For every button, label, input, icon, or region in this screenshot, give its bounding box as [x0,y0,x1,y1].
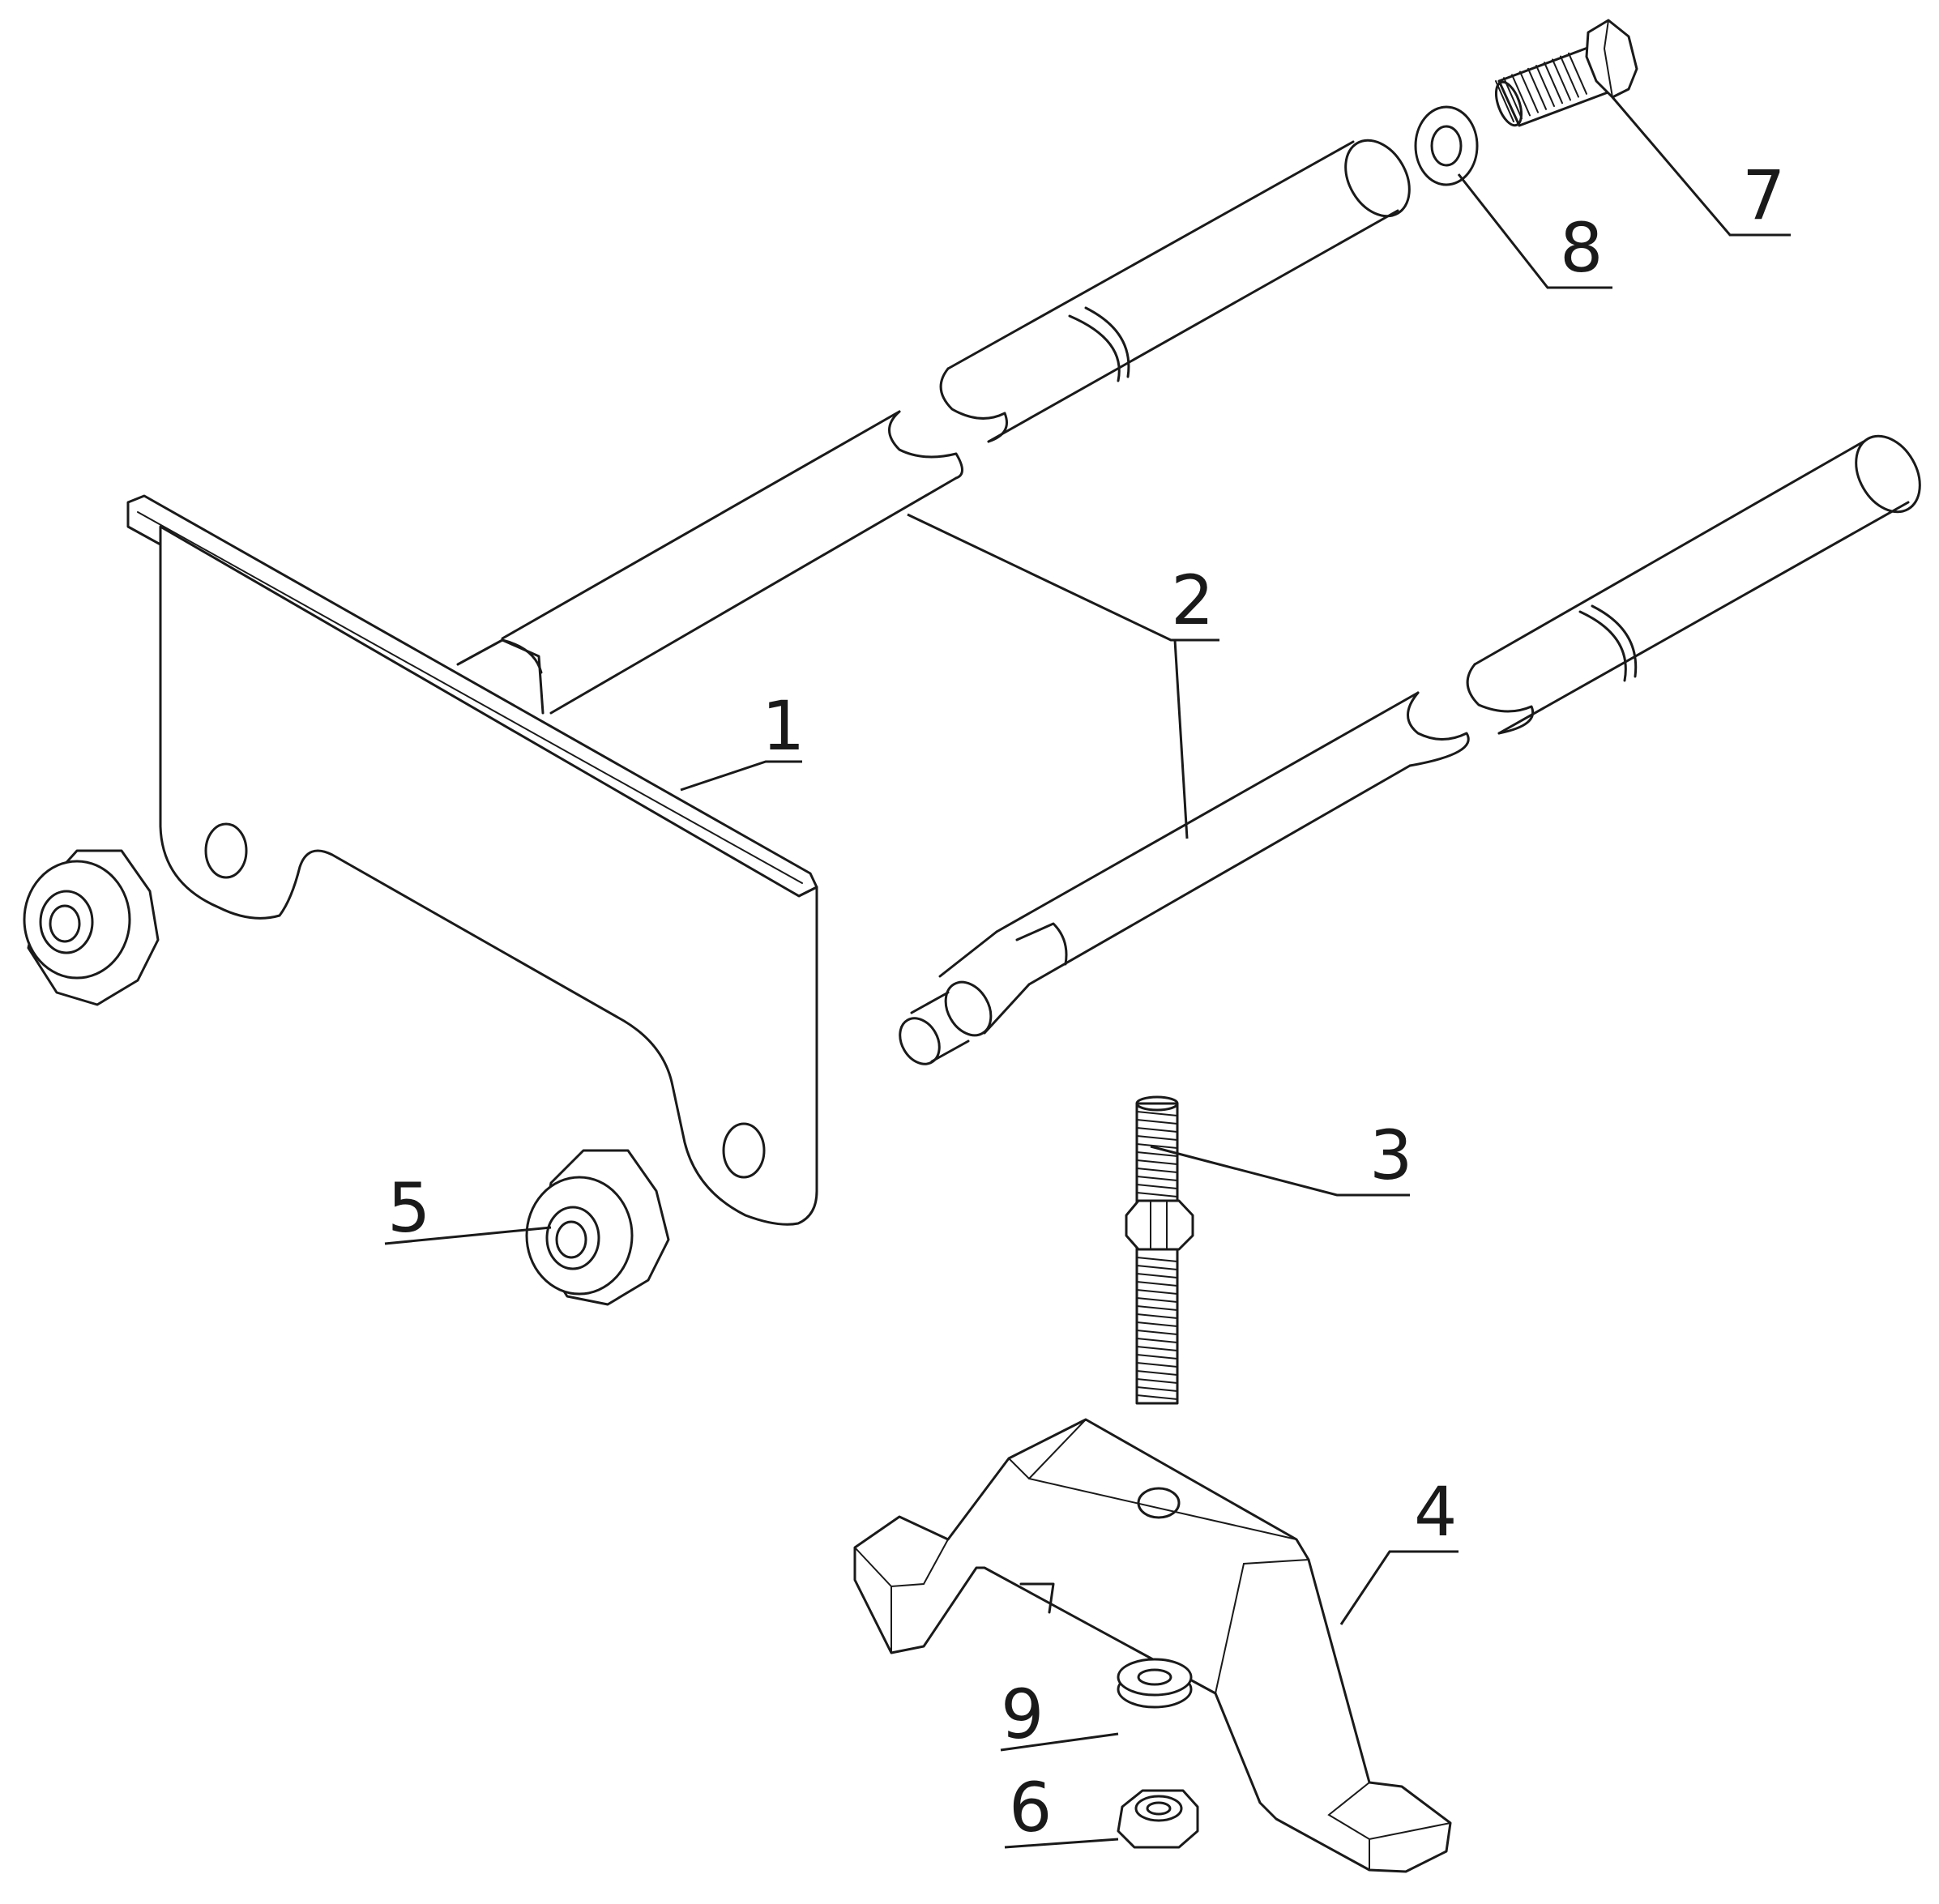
part-2-upper-shaft [501,139,1411,715]
part-4-formed-bracket [853,1418,1452,1873]
part-8-washer [1414,105,1479,186]
part-6-hex-nut [1117,1789,1199,1849]
part-9-flat-washer [1117,1658,1193,1709]
callout-3: 3 [1369,1116,1412,1195]
part-1-bracket-plate [126,494,818,1226]
leader-lines [384,96,1791,1849]
callout-4: 4 [1414,1472,1457,1552]
callout-5: 5 [387,1168,430,1248]
callout-2: 2 [1171,561,1214,640]
callout-1: 1 [762,686,805,766]
part-2-lower-shaft [899,434,1921,1065]
callout-7: 7 [1742,156,1785,235]
part-5-flange-nut-left [23,849,160,1006]
callout-labels: 1 2 3 4 5 6 7 8 9 [387,156,1785,1847]
callout-8: 8 [1560,208,1603,288]
callout-6: 6 [1009,1768,1052,1847]
callout-9: 9 [1001,1675,1044,1754]
part-5-flange-nut-right [525,1149,670,1306]
part-7-hex-bolt [1494,19,1638,127]
part-3-threaded-stud [1125,1095,1194,1405]
